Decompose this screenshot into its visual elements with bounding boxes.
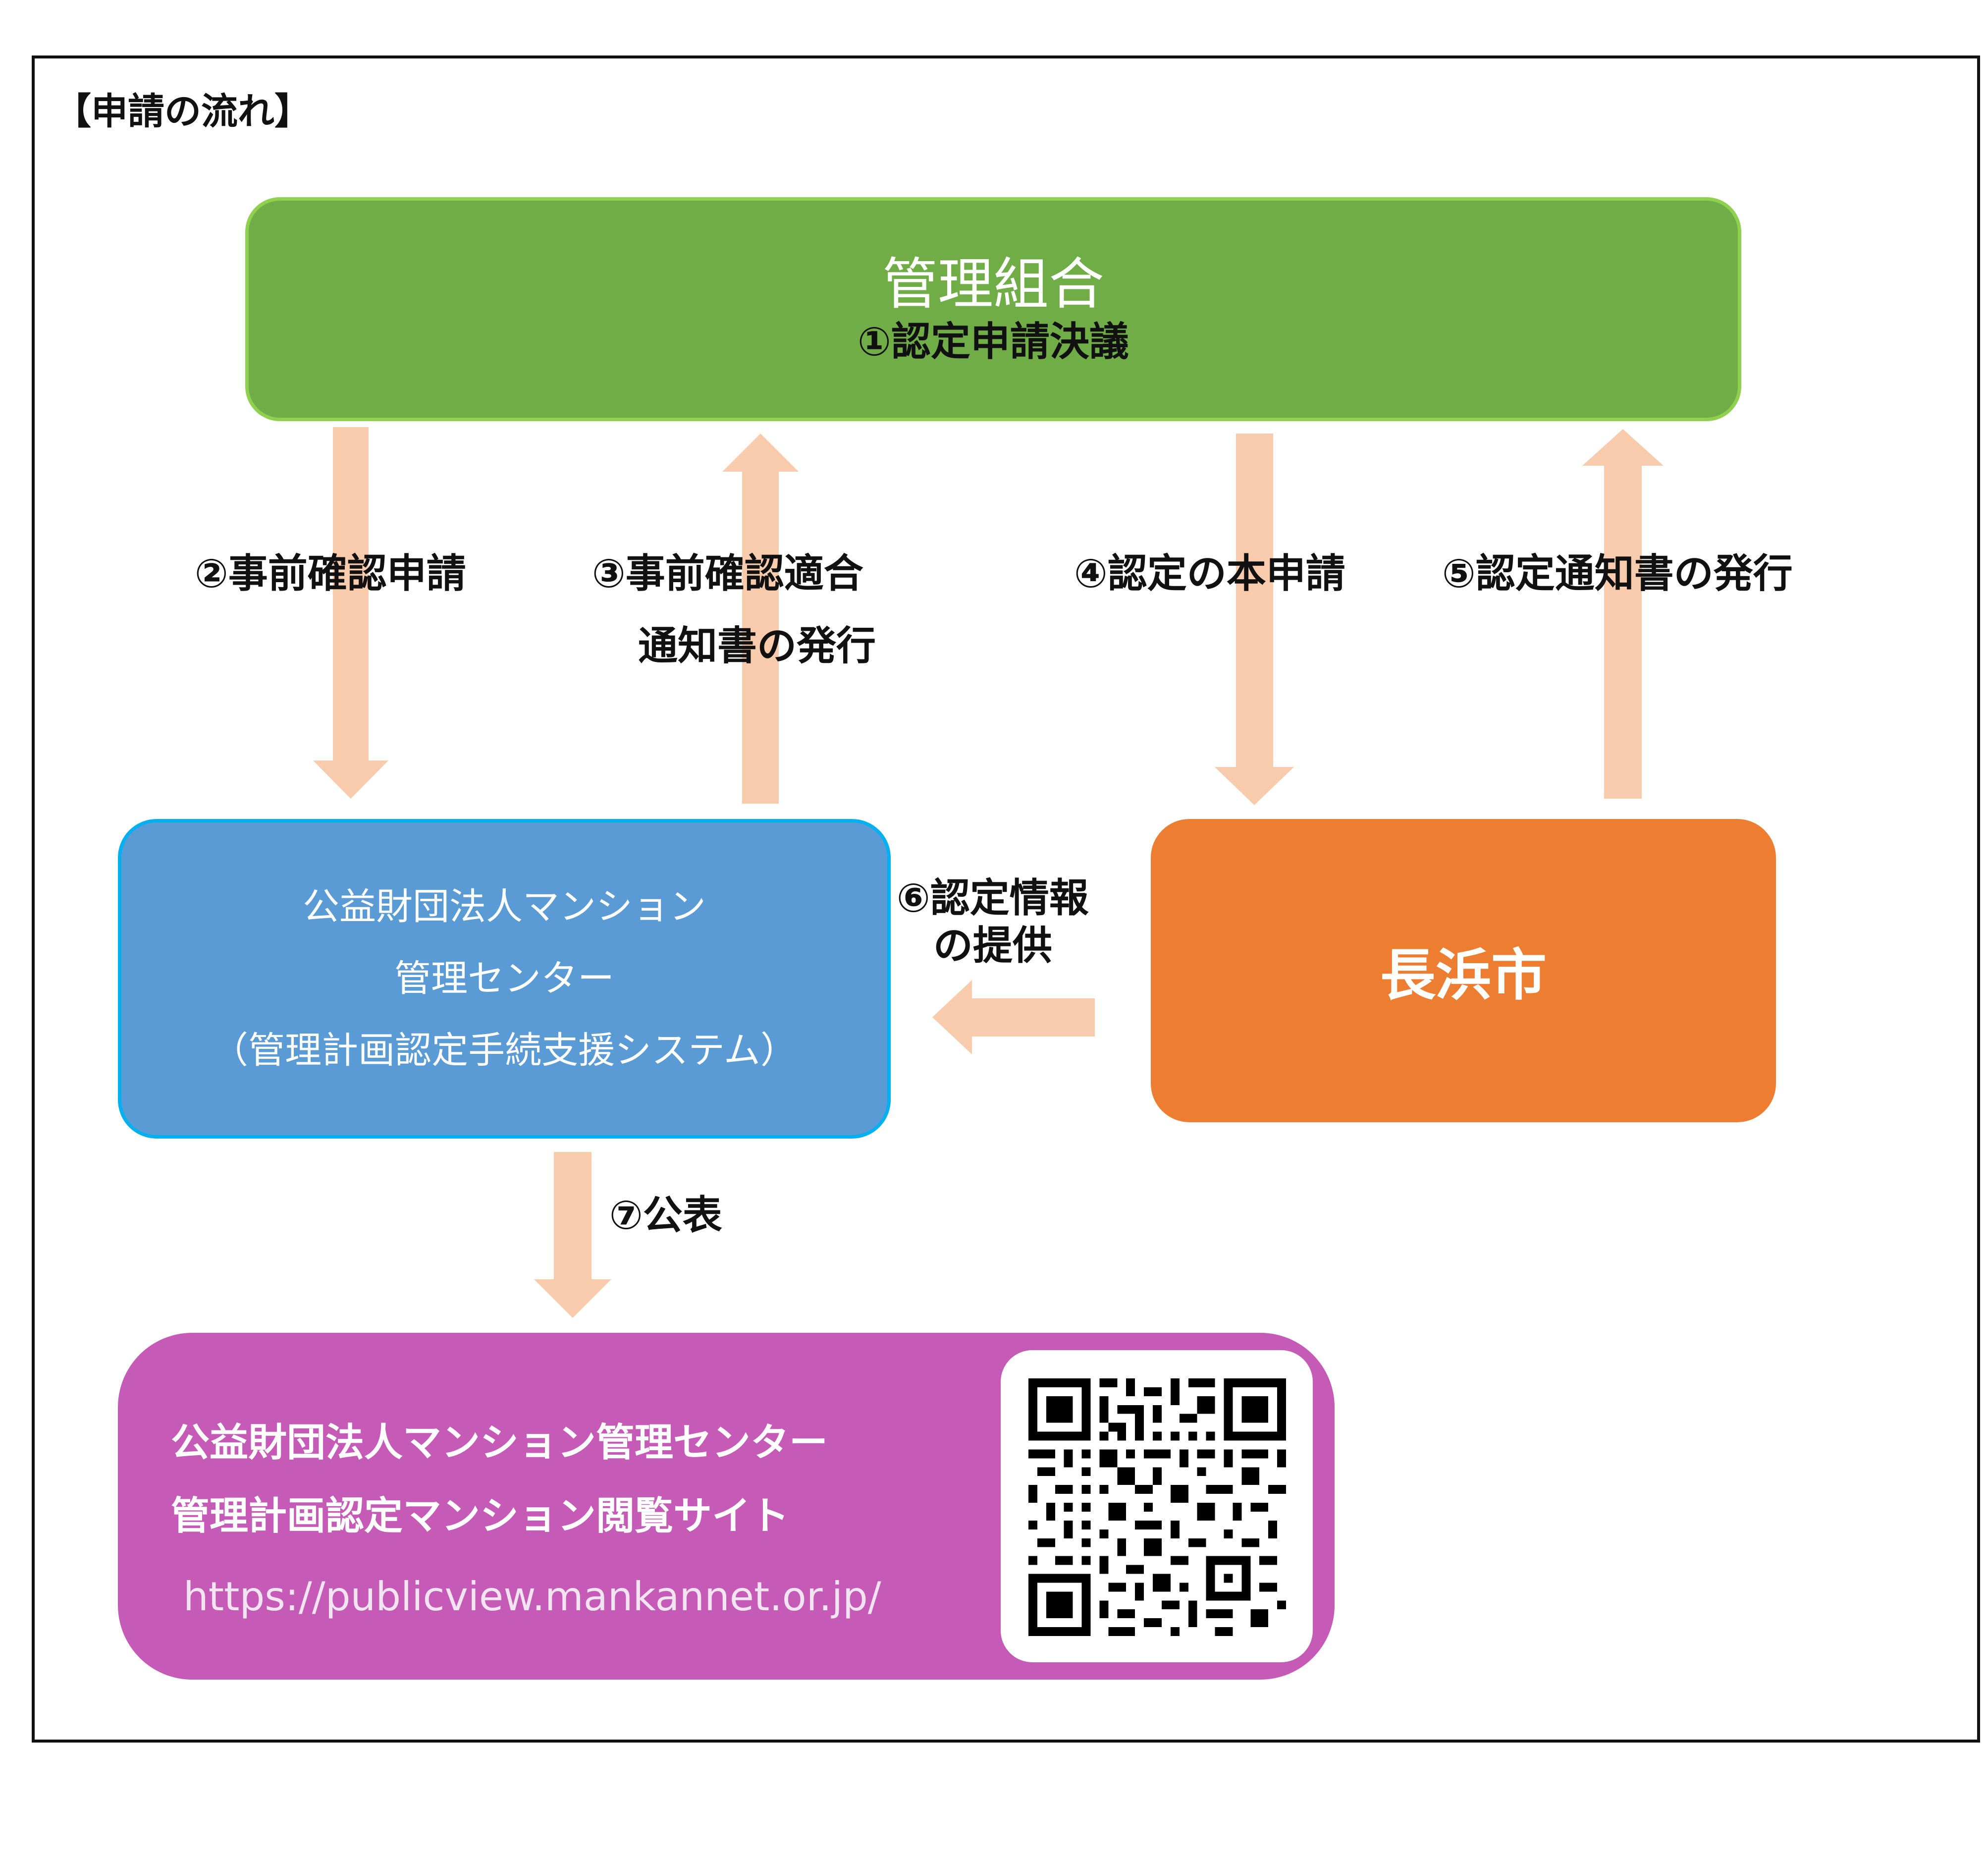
arrow-step7 bbox=[534, 1152, 611, 1318]
step7-label: ⑦公表 bbox=[609, 1192, 722, 1238]
association-step: ①認定申請決議 bbox=[858, 319, 1129, 365]
association-box: 管理組合 ①認定申請決議 bbox=[245, 197, 1741, 421]
center-line1: 公益財団法人マンション bbox=[303, 885, 706, 928]
site-line1: 公益財団法人マンション管理センター bbox=[171, 1420, 828, 1465]
arrow-step6 bbox=[932, 980, 1095, 1054]
step3-label-line1: ③事前確認適合 bbox=[592, 550, 863, 597]
center-line3: （管理計画認定手続支援システム） bbox=[212, 1029, 797, 1072]
step6-label: ⑥認定情報 の提供 bbox=[897, 874, 1089, 970]
step3-label: ③事前確認適合 通知書の発行 bbox=[592, 550, 876, 670]
center-box: 公益財団法人マンション 管理センター （管理計画認定手続支援システム） bbox=[118, 819, 891, 1139]
city-title: 長浜市 bbox=[1380, 943, 1547, 1008]
step3-label-line2: 通知書の発行 bbox=[638, 623, 876, 669]
diagram-frame bbox=[32, 55, 1980, 1743]
publication-site-text: 公益財団法人マンション管理センター 管理計画認定マンション閲覧サイト https… bbox=[171, 1406, 881, 1641]
step2-label: ②事前確認申請 bbox=[195, 550, 466, 597]
arrow-step5 bbox=[1582, 429, 1664, 799]
step5-label: ⑤認定通知書の発行 bbox=[1442, 550, 1793, 597]
qr-code-icon[interactable] bbox=[1028, 1378, 1286, 1636]
arrow-step4 bbox=[1215, 434, 1294, 805]
section-title: 【申請の流れ】 bbox=[54, 90, 311, 133]
step4-label: ④認定の本申請 bbox=[1074, 550, 1345, 597]
step6-label-line2: の提供 bbox=[933, 923, 1052, 969]
site-line2: 管理計画認定マンション閲覧サイト bbox=[171, 1494, 790, 1538]
site-url-link[interactable]: https://publicview.mankannet.or.jp/ bbox=[183, 1574, 881, 1620]
city-box: 長浜市 bbox=[1151, 819, 1776, 1122]
arrow-step2 bbox=[313, 427, 388, 799]
association-title: 管理組合 bbox=[882, 252, 1104, 317]
arrow-step3 bbox=[722, 434, 799, 804]
center-line2: 管理センター bbox=[394, 957, 614, 1000]
step6-label-line1: ⑥認定情報 bbox=[897, 875, 1089, 921]
